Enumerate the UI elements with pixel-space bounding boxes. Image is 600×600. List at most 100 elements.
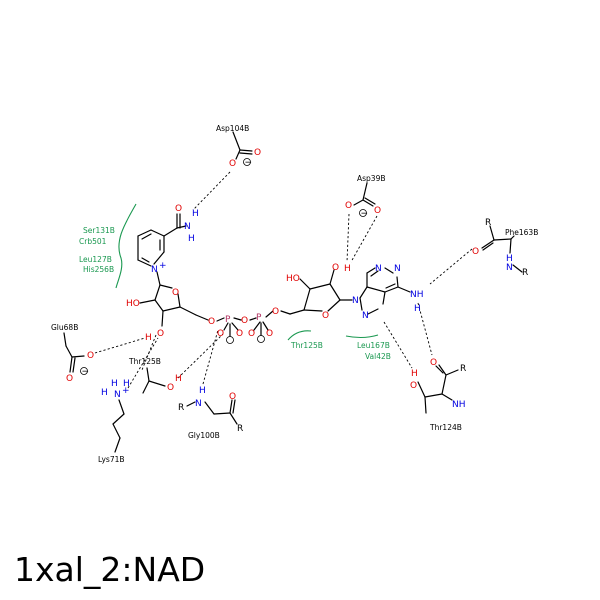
atom-o-p2-a: O xyxy=(248,329,255,339)
atom-n7: N xyxy=(362,311,369,321)
residue-gly100 xyxy=(186,399,238,425)
label-thr124: Thr124B xyxy=(429,423,462,432)
atom-h-thr125: H xyxy=(175,374,182,384)
nicotinamide-ribose xyxy=(139,284,209,327)
atom-n9: N xyxy=(352,296,359,306)
label-gly100: Gly100B xyxy=(188,431,220,440)
atom-o-phe163: O xyxy=(472,247,479,257)
atom-o-bridge-2: O xyxy=(241,316,248,326)
atom-o-ribose-3: O xyxy=(157,329,164,339)
atom-o-asp39-a: O xyxy=(345,201,352,211)
atom-o-bridge-1: O xyxy=(208,317,215,327)
hbond-thr124-b xyxy=(417,302,433,356)
atom-h-amino: H xyxy=(414,304,421,314)
hbond-gly100 xyxy=(202,329,219,385)
atom-nh-thr124: NH xyxy=(452,400,466,410)
atom-o-asp39-b: O xyxy=(374,206,381,216)
atom-o-asp104-b: O xyxy=(229,159,236,169)
label-leu127: Leu127B xyxy=(79,255,112,264)
atom-h-gly100: H xyxy=(199,386,206,396)
atom-h-lys71-1: H xyxy=(111,379,118,389)
hbond-thr125-phosphate xyxy=(177,333,224,379)
label-ser131: Ser131B xyxy=(83,226,115,235)
atom-nh-amino: NH xyxy=(410,290,424,300)
adenosine-ribose xyxy=(289,269,353,315)
atom-o-thr124-carbonyl: O xyxy=(430,358,437,368)
atom-h-ribose-2: H xyxy=(344,264,351,274)
hbond-thr124-a xyxy=(383,321,413,369)
atom-n-lys71: N xyxy=(114,390,121,400)
residue-asp104 xyxy=(232,131,253,166)
residue-thr125 xyxy=(142,367,166,394)
atom-r-phe163-a: R xyxy=(485,218,491,228)
label-thr125-contact: Thr125B xyxy=(290,341,323,350)
residue-lys71 xyxy=(112,399,125,453)
atom-minus-asp39: − xyxy=(361,209,369,219)
hydrophobic-contact-arc-left xyxy=(115,203,137,289)
atom-o-p1-a: O xyxy=(217,329,224,339)
label-phe163: Phe163B xyxy=(505,228,538,237)
atom-n-pyridinium: N xyxy=(151,265,158,275)
label-asp39: Asp39B xyxy=(357,174,386,183)
nicotinamide-moiety xyxy=(137,213,187,286)
atom-p-1: P xyxy=(225,315,231,325)
label-thr125: Thr125B xyxy=(128,357,161,366)
atom-o-amide: O xyxy=(175,204,182,214)
atom-r-gly100-b: R xyxy=(237,424,243,434)
residue-thr124 xyxy=(417,364,459,414)
atom-n3: N xyxy=(375,264,382,274)
atom-h-amide-1: H xyxy=(192,209,199,219)
label-lys71: Lys71B xyxy=(98,455,125,464)
atom-plus-lys71: + xyxy=(122,386,130,396)
atom-n-plus: + xyxy=(159,261,167,271)
label-val42: Val42B xyxy=(365,352,391,361)
atom-minus-asp104: − xyxy=(245,158,253,168)
atom-ho-ribose-2: HO xyxy=(286,274,300,284)
atom-o-ribose-2: O xyxy=(332,263,339,273)
label-leu167: Leu167B xyxy=(357,341,390,350)
atom-o-gly100: O xyxy=(229,392,236,402)
hbond-asp104 xyxy=(192,171,231,211)
hbond-lys71 xyxy=(127,337,159,389)
atom-r-gly100-a: R xyxy=(178,403,184,413)
atom-o-thr124-hydroxyl: O xyxy=(410,381,417,391)
label-his256: His256B xyxy=(83,265,114,274)
atom-h-lys71-2: H xyxy=(123,379,130,389)
residue-asp39 xyxy=(353,182,376,217)
hbond-glu68 xyxy=(94,337,146,354)
label-crb501: Crb501 xyxy=(79,237,107,246)
atom-labels: O N H H N + O HO O H O P O P O O O O O H… xyxy=(66,148,528,434)
residue-phe163 xyxy=(481,225,523,273)
residue-labels: Asp104B Asp39B Phe163B Glu68B Thr125B Ly… xyxy=(51,124,538,464)
atom-o-thr125: O xyxy=(167,383,174,393)
atom-n1: N xyxy=(394,264,401,274)
atom-ho-ribose-1: HO xyxy=(126,299,140,309)
hydrogen-bonds xyxy=(94,171,473,389)
atom-h-phe163: H xyxy=(506,254,513,264)
atom-n-gly100: N xyxy=(195,399,202,409)
atom-minus-glu68: − xyxy=(82,367,90,377)
atom-h-thr124: H xyxy=(411,369,418,379)
atom-o-asp104-a: O xyxy=(254,148,261,158)
hbond-phe163 xyxy=(429,248,473,285)
label-asp104: Asp104B xyxy=(216,124,249,133)
atom-h-amide-2: H xyxy=(188,234,195,244)
atom-o-p1-b: O xyxy=(236,329,243,339)
atom-o-glu68-b: O xyxy=(66,374,73,384)
atom-h-lys71-3: H xyxy=(101,388,108,398)
label-glu68: Glu68B xyxy=(51,323,78,332)
hydrophobic-contact-arc-right xyxy=(345,334,379,338)
adenine-moiety xyxy=(359,267,411,315)
atom-o-ribose-ring-2: O xyxy=(322,311,329,321)
hydrophobic-contact-arc-mid xyxy=(287,330,312,341)
atom-n-amide: N xyxy=(184,222,191,232)
atom-n-phe163: N xyxy=(506,263,513,273)
atom-h-ribose-3: H xyxy=(145,333,152,343)
hbond-asp39-b xyxy=(350,215,378,263)
atom-r-thr124: R xyxy=(460,364,466,374)
atom-o-bridge-3: O xyxy=(272,307,279,317)
atom-o-glu68-a: O xyxy=(87,351,94,361)
atom-o-p2-b: O xyxy=(266,329,273,339)
ligand-title: 1xal_2:NAD xyxy=(14,550,206,589)
